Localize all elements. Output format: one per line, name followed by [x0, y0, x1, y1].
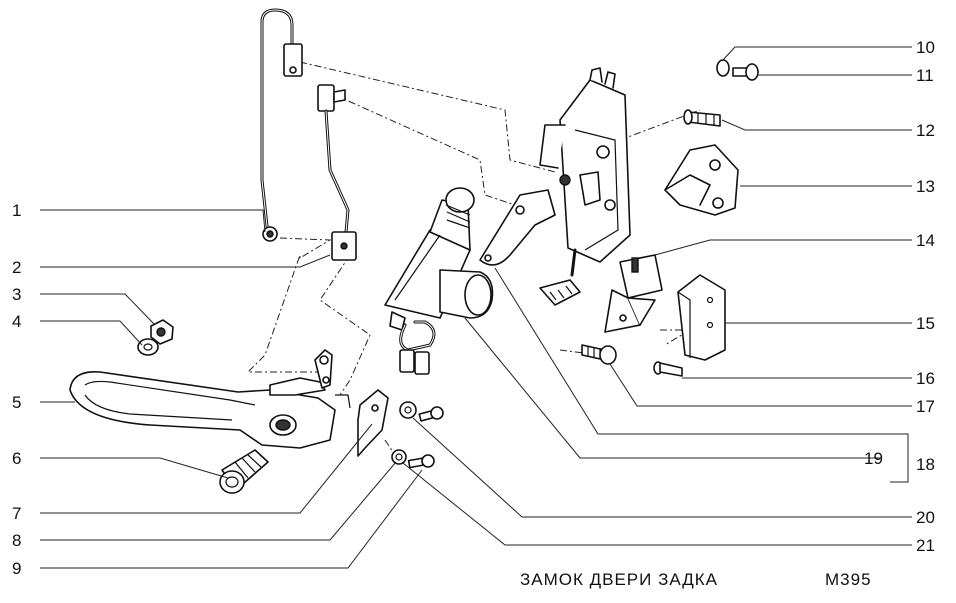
callout-21: 21 [916, 536, 935, 555]
lock-cylinder-6 [219, 449, 269, 494]
callout-10: 10 [916, 38, 935, 57]
leader-lines [40, 46, 912, 569]
angle-plate-15 [677, 274, 726, 361]
callout-14: 14 [916, 231, 935, 250]
short-rod-2 [317, 84, 357, 261]
callout-1: 1 [12, 201, 21, 220]
washer-20 [399, 401, 417, 419]
screw-21 [418, 406, 444, 422]
washer-10 [716, 59, 730, 77]
striker-13 [664, 144, 739, 216]
callout-11: 11 [916, 66, 934, 85]
callout-3: 3 [12, 285, 21, 304]
bolt-12 [683, 109, 721, 127]
washer-8 [391, 449, 407, 465]
callout-8: 8 [12, 531, 21, 550]
callout-2: 2 [12, 258, 21, 277]
diagram-code: М395 [825, 570, 872, 589]
diagram-caption: ЗАМОК ДВЕРИ ЗАДКА [520, 570, 718, 589]
screw-9 [407, 454, 435, 469]
callout-6: 6 [12, 449, 21, 468]
washer-4 [137, 338, 159, 356]
callout-15: 15 [916, 314, 935, 333]
callout-7: 7 [12, 504, 21, 523]
callout-12: 12 [916, 121, 935, 140]
nut-3 [150, 319, 174, 345]
callout-5: 5 [12, 393, 21, 412]
lock-mechanism-18 [479, 67, 631, 306]
callout-labels-left: 1 2 3 4 5 6 7 8 9 [12, 201, 21, 578]
callout-9: 9 [12, 559, 21, 578]
bracket-plate-7 [357, 389, 389, 457]
callout-17: 17 [916, 397, 935, 416]
callout-4: 4 [12, 312, 21, 331]
screw-17 [581, 344, 617, 365]
callout-18: 18 [916, 455, 935, 474]
screw-16 [653, 361, 683, 377]
callout-13: 13 [916, 177, 935, 196]
callout-20: 20 [916, 508, 935, 527]
callout-16: 16 [916, 369, 935, 388]
outer-door-handle-5 [69, 349, 351, 449]
cable-rod-1 [260, 8, 303, 242]
callout-labels-right: 10 11 12 13 14 15 16 17 18 19 20 21 [864, 38, 935, 555]
actuator-19 [384, 187, 494, 375]
bracket-14 [604, 254, 663, 333]
callout-19: 19 [864, 449, 883, 468]
screw-11 [732, 63, 759, 81]
